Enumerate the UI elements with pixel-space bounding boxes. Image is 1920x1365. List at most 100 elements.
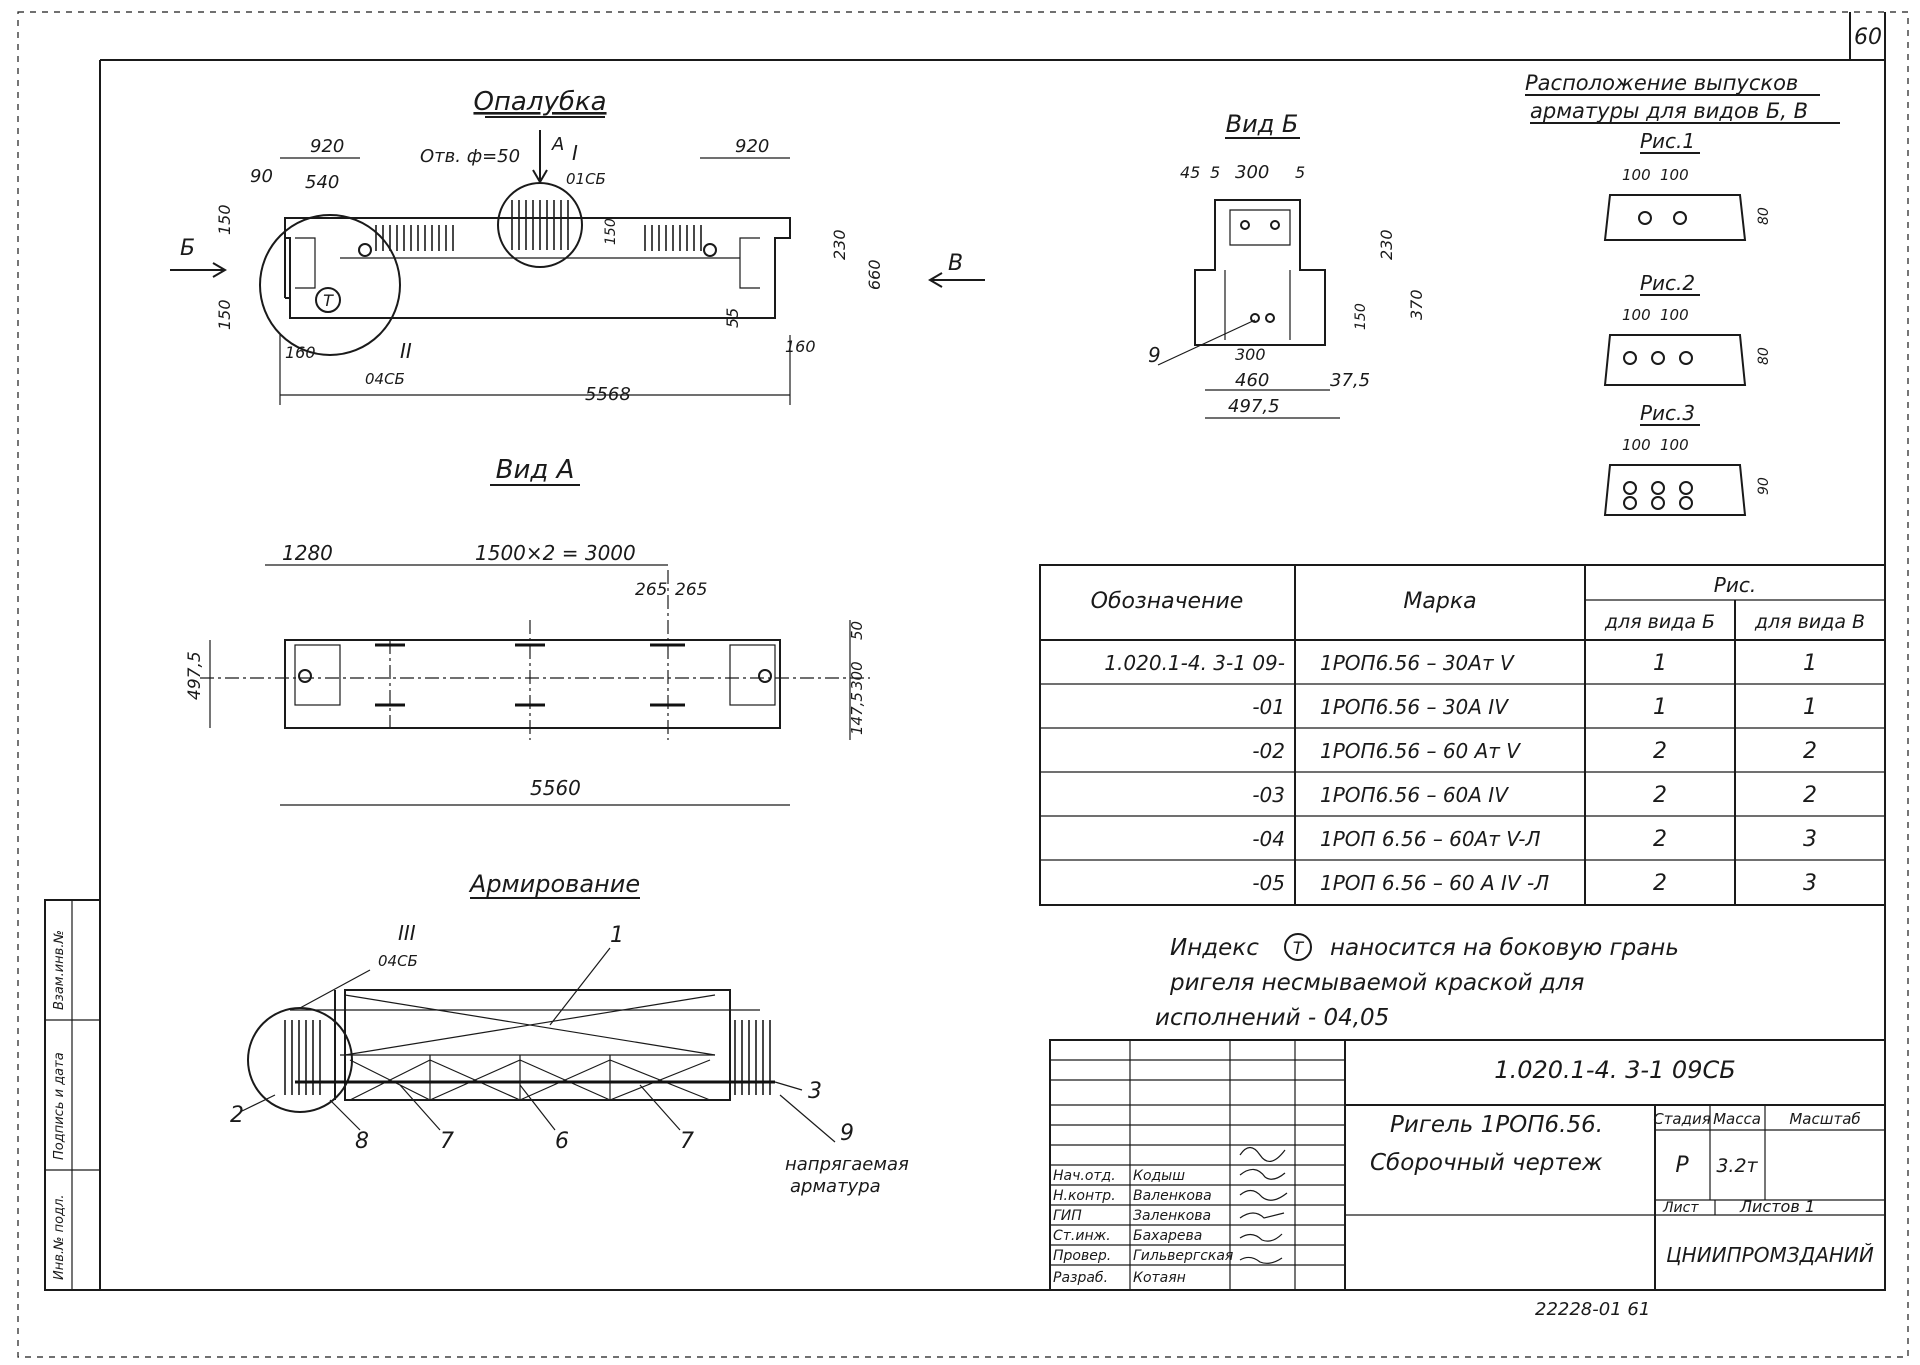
fig2-title: Рис.2 — [1640, 271, 1695, 295]
dim-150-bottom: 150 — [215, 299, 234, 330]
beam-outline — [284, 217, 791, 319]
row-mark: 1РОП6.56 – 30А IV — [1320, 695, 1509, 719]
section-arrow-a: А — [551, 134, 564, 155]
row-view-b: 1 — [1653, 651, 1667, 676]
dim-90: 90 — [250, 166, 273, 187]
callout-8: 8 — [355, 1129, 369, 1154]
row-view-v: 3 — [1803, 827, 1817, 852]
reinforcement-outline — [344, 989, 731, 1101]
fig1-dim-80: 80 — [1756, 207, 1772, 225]
dim-55: 55 — [723, 308, 742, 328]
fig3-outline — [1603, 464, 1747, 516]
row-view-v: 1 — [1803, 695, 1817, 720]
fig2-dim-100-left: 100 — [1622, 306, 1651, 324]
row-mark: 1РОП6.56 – 30Ат V — [1320, 651, 1515, 675]
node-ii-number: II — [400, 339, 412, 363]
table-row: -05 1РОП 6.56 – 60 А IV -Л 2 3 — [1252, 871, 1817, 896]
role: Нач.отд. — [1053, 1168, 1116, 1184]
fig3-dim-90: 90 — [1756, 477, 1772, 495]
dim-540: 540 — [305, 172, 339, 193]
drawing-name-1: Ригель 1РОП6.56. — [1390, 1112, 1603, 1138]
sheets-label: Листов 1 — [1739, 1197, 1815, 1216]
row-view-b: 1 — [1653, 695, 1667, 720]
row-view-b: 2 — [1653, 827, 1667, 852]
fig2-outline — [1603, 334, 1747, 386]
role: Ст.инж. — [1053, 1228, 1111, 1244]
row-mark: 1РОП6.56 – 60А IV — [1320, 783, 1509, 807]
reinforcement-title: Армирование — [468, 870, 640, 898]
section-arrow-b: Б — [180, 236, 195, 261]
vb-dim-150: 150 — [1353, 303, 1369, 330]
row-view-v: 2 — [1803, 739, 1817, 764]
dim-920-left: 920 — [310, 136, 344, 157]
anchor-hatch-left — [375, 225, 454, 251]
callout-2: 2 — [230, 1103, 244, 1128]
fig1-dim-100-left: 100 — [1622, 166, 1651, 184]
dim-1280: 1280 — [282, 541, 333, 565]
vb-dim-5-right: 5 — [1295, 163, 1305, 182]
callout-9: 9 — [840, 1121, 854, 1146]
vb-dim-37-5: 37,5 — [1330, 370, 1370, 391]
note-line3: исполнений - 04,05 — [1155, 1005, 1389, 1031]
note-line1a: Индекс — [1170, 935, 1259, 961]
node-ii-ref: 04СБ — [365, 370, 405, 388]
signature-row: Н.контр. Валенкова — [1053, 1188, 1212, 1204]
header-fig: Рис. — [1714, 573, 1756, 597]
vb-dim-5-left: 5 — [1210, 163, 1220, 182]
scale-label: Масштаб — [1789, 1110, 1860, 1128]
dim-920-right: 920 — [735, 136, 769, 157]
stamp-label-replace: Взам.инв.№ — [52, 930, 67, 1010]
dim-660: 660 — [865, 259, 884, 290]
dim-497-5: 497,5 — [185, 651, 205, 700]
vb-dim-230: 230 — [1377, 229, 1396, 260]
releases-title-1: Расположение выпусков — [1525, 71, 1798, 95]
dim-300: 300 — [848, 661, 866, 690]
drawing-code: 1.020.1-4. 3-1 09СБ — [1494, 1056, 1735, 1084]
fig3-dim-100-left: 100 — [1622, 436, 1651, 454]
view-a-outline — [284, 639, 781, 729]
vb-dim-497-5: 497,5 — [1228, 396, 1280, 417]
table-row: 1.020.1-4. 3-1 09- 1РОП6.56 – 30Ат V 1 1 — [1104, 651, 1817, 676]
fig3-dim-100-right: 100 — [1660, 436, 1689, 454]
fig1-outline — [1603, 194, 1747, 241]
view-a-title: Вид А — [496, 455, 575, 485]
view-b: Вид Б 45 5 300 5 230 370 150 300 460 37,… — [1148, 110, 1426, 419]
vb-dim-460: 460 — [1235, 370, 1269, 391]
fig2-dim-100-right: 100 — [1660, 306, 1689, 324]
header-view-v: для вида В — [1754, 611, 1865, 633]
row-designation: -01 — [1252, 695, 1285, 719]
note-line2: ригеля несмываемой краской для — [1169, 970, 1585, 996]
person-name: Заленкова — [1133, 1208, 1211, 1224]
role: ГИП — [1053, 1208, 1082, 1224]
index-note: Индекс Т наносится на боковую грань риге… — [1155, 933, 1679, 1031]
vb-dim-370: 370 — [1407, 289, 1426, 320]
person-name: Кодыш — [1133, 1168, 1185, 1184]
dim-265-right: 265 — [675, 580, 707, 600]
index-mark-circle — [315, 287, 341, 313]
row-view-v: 1 — [1803, 651, 1817, 676]
sheet-number: 60 — [1854, 25, 1882, 50]
node-i-ref: 01СБ — [566, 170, 606, 188]
dim-150-top: 150 — [215, 204, 234, 235]
row-designation: -04 — [1252, 827, 1285, 851]
fig2-dim-80: 80 — [1756, 347, 1772, 365]
formwork-view: Опалубка Т 920 90 540 920 150 150 230 66… — [170, 87, 985, 405]
row-mark: 1РОП 6.56 – 60Ат V-Л — [1320, 827, 1541, 851]
side-stamp: Инв.№ подл. Подпись и дата Взам.инв.№ — [44, 899, 101, 1291]
row-view-v: 3 — [1803, 871, 1817, 896]
dim-265-left: 265 — [635, 580, 667, 600]
vb-dim-300-bottom: 300 — [1235, 345, 1266, 364]
dim-230: 230 — [830, 229, 849, 260]
drawing-name-2: Сборочный чертеж — [1370, 1150, 1603, 1176]
title-block: Нач.отд. Кодыш Н.контр. Валенкова ГИП За… — [1049, 1039, 1886, 1291]
role: Н.контр. — [1053, 1188, 1116, 1204]
row-designation: -03 — [1252, 783, 1285, 807]
callout-6: 6 — [555, 1129, 569, 1154]
dim-150-mid: 150 — [603, 218, 619, 245]
index-mark: Т — [323, 291, 334, 310]
anchor-hatch-right — [644, 225, 702, 251]
signature-row: Нач.отд. Кодыш — [1053, 1168, 1185, 1184]
node-ii-circle — [259, 214, 401, 356]
row-designation: -05 — [1252, 871, 1285, 895]
